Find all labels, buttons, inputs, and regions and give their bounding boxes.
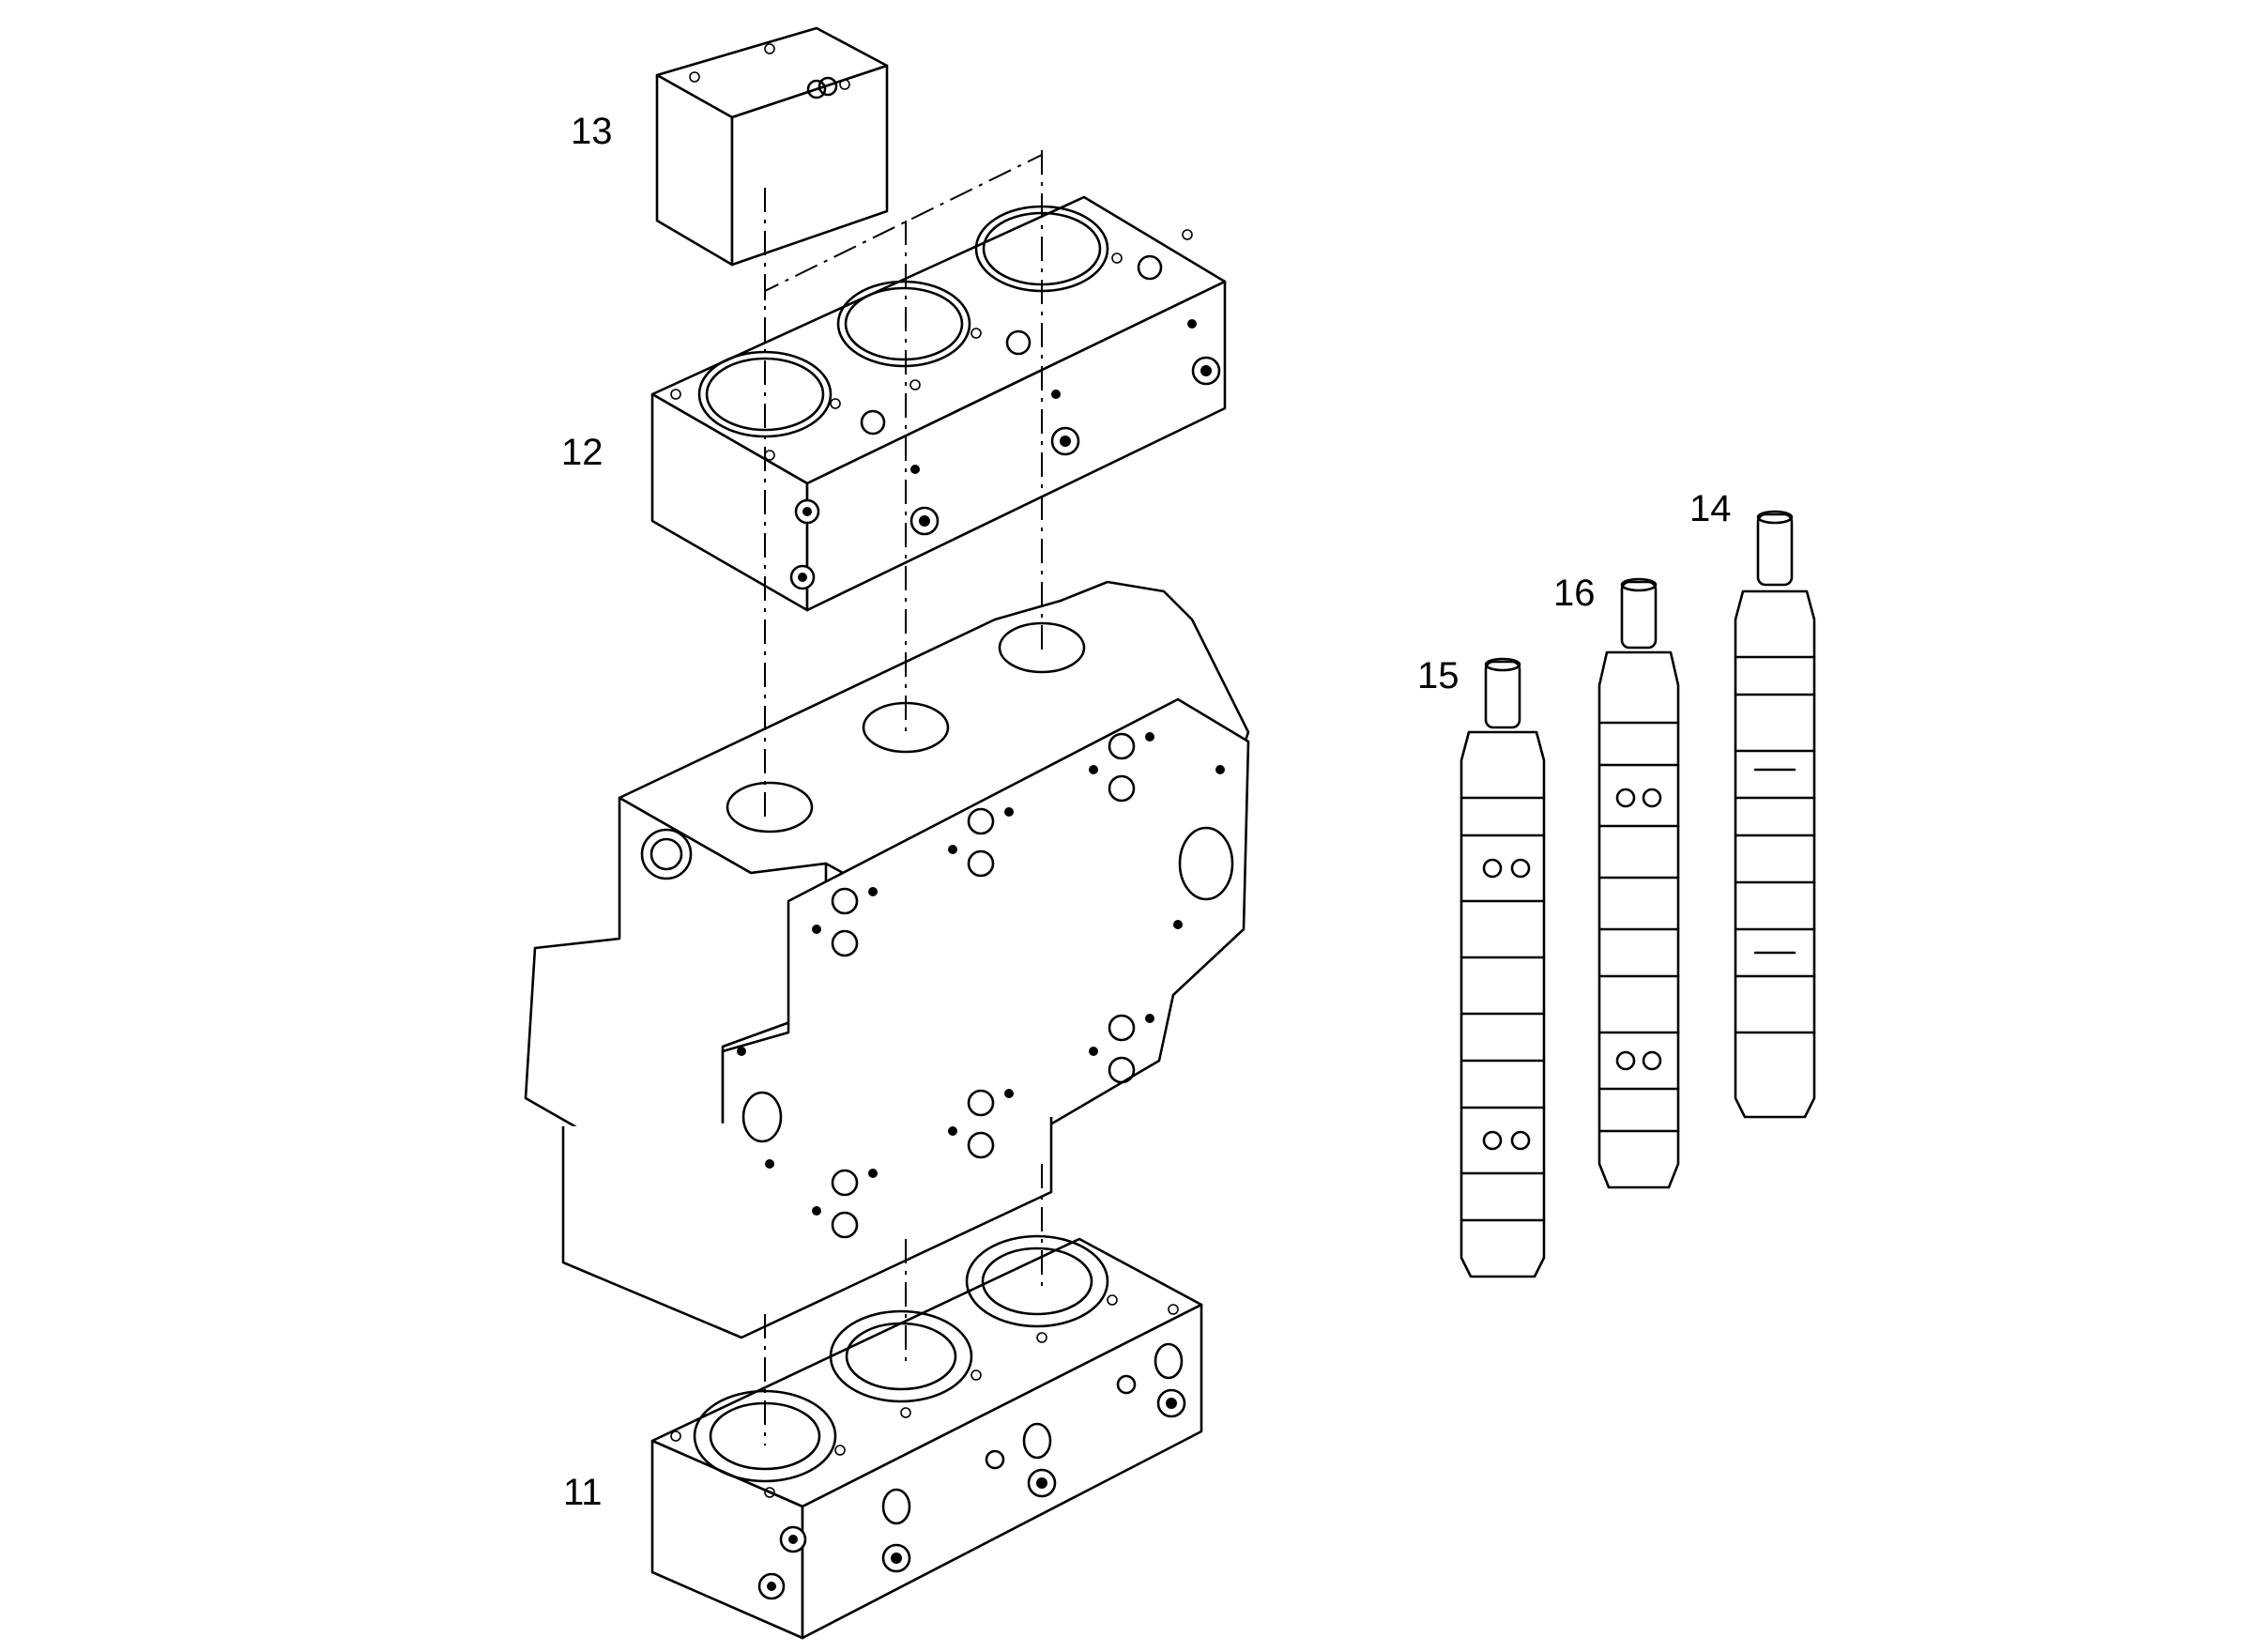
spool-15 [1460,657,1546,1278]
spool-16 [1597,577,1680,1189]
part-13-cover-block [655,26,889,267]
flange-o-rings [741,732,1234,1239]
flange-bolt-holes [737,732,1225,1216]
part-label-11: 11 [563,1472,603,1513]
part-label-14: 14 [1689,488,1732,529]
main-valve-body [524,580,1250,1339]
spool-14 [1734,510,1816,1119]
part-label-16: 16 [1553,573,1596,614]
part-label-12: 12 [561,432,604,473]
part-label-13: 13 [571,111,613,152]
part-12-upper-plate [650,195,1227,612]
part-11-lower-plate [650,1234,1203,1640]
assembly-center-lines [764,150,1043,1446]
part-label-15: 15 [1417,655,1460,696]
